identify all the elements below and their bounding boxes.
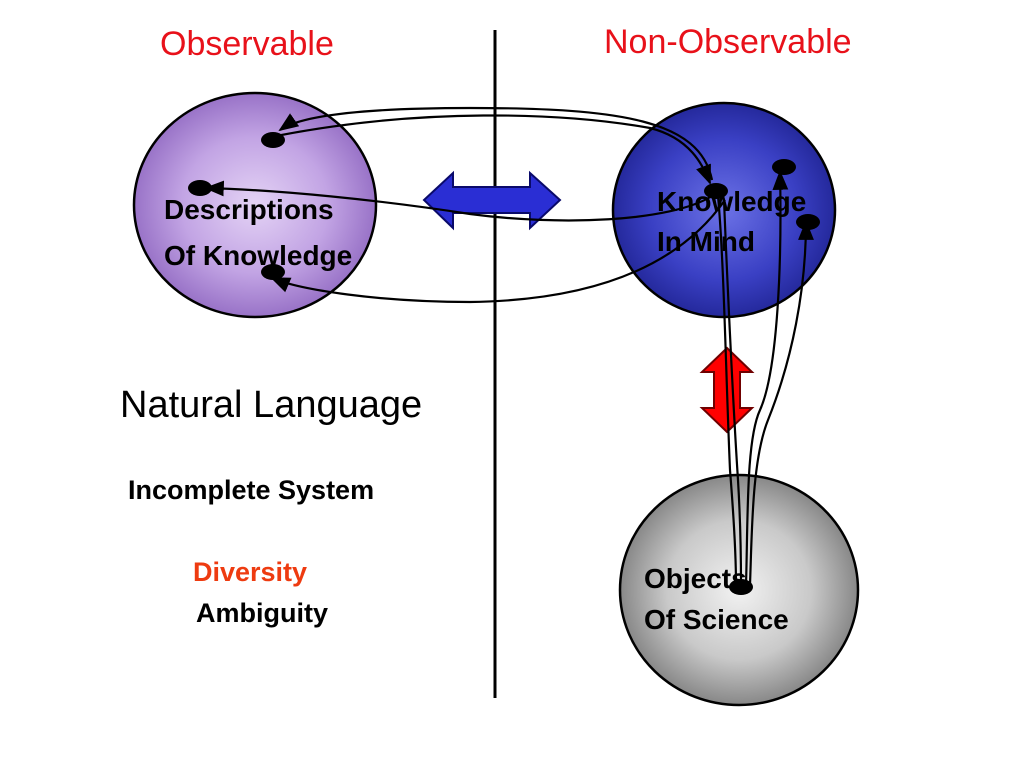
descriptions-circle (132, 91, 378, 319)
connector-line-vertical-1 (716, 195, 738, 586)
connector-arrow-top (278, 106, 714, 181)
dot-objects (729, 579, 753, 595)
incomplete-system-label: Incomplete System (128, 475, 375, 505)
horizontal-double-arrow-icon (422, 170, 562, 231)
connector-line-vertical-2 (722, 199, 743, 586)
dot-descriptions-top (261, 132, 285, 148)
connector-arrow-into-knowledge (275, 114, 712, 185)
heading-non-observable: Non-Observable (604, 23, 852, 61)
knowledge-label-line2: In Mind (657, 226, 755, 257)
objects-label-line2: Of Science (644, 604, 789, 635)
dot-knowledge-main (704, 183, 728, 199)
heading-observable: Observable (160, 25, 334, 63)
descriptions-label-line2: Of Knowledge (164, 240, 353, 271)
knowledge-label-line1: Knowledge (657, 186, 807, 217)
connector-arrow-vertical-3 (744, 170, 789, 586)
objects-label-line1: Objects (644, 563, 747, 594)
dot-knowledge-top-right (772, 159, 796, 175)
ambiguity-label: Ambiguity (196, 598, 328, 628)
diversity-label: Diversity (193, 557, 308, 587)
connector-arrow-bottom (270, 199, 726, 304)
connector-arrow-vertical-4 (748, 220, 814, 586)
descriptions-label-line1: Descriptions (164, 194, 334, 225)
dot-descriptions-middle (188, 180, 212, 196)
dot-knowledge-right (796, 214, 820, 230)
connector-arrow-middle (204, 180, 713, 222)
natural-language-title: Natural Language (120, 384, 423, 426)
dot-descriptions-bottom (261, 264, 285, 280)
